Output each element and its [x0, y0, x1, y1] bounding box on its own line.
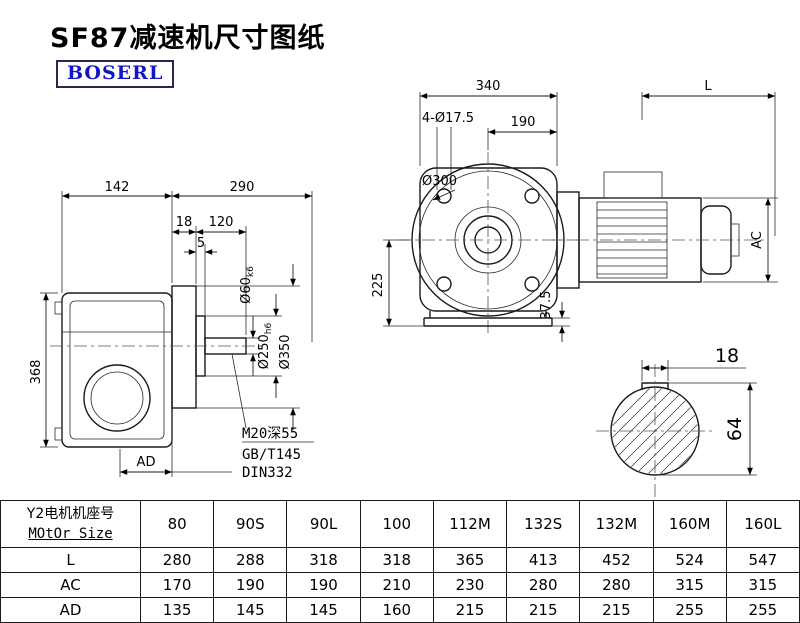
page-title: SF87减速机尺寸图纸 [50, 23, 326, 54]
table-cell: 280 [139, 547, 215, 573]
dia60-value: Ø60 [239, 277, 254, 304]
dim-368-label: 368 [29, 360, 44, 385]
table-cell: 190 [286, 572, 361, 598]
dim-key-64-label: 64 [724, 417, 746, 441]
motor-frame-label-en: MOtOr Size [28, 525, 113, 542]
column-header: 100 [359, 500, 434, 548]
column-header: 90S [213, 500, 288, 548]
motor-size-table: Y2电机机座号 MOtOr Size 80 90S 90L 100 112M 1… [0, 500, 800, 623]
dim-key-18-label: 18 [715, 345, 739, 367]
note-gb-standard: GB/T145 [242, 447, 301, 463]
table-cell: 145 [213, 597, 288, 623]
dim-142-label: 142 [105, 180, 130, 195]
table-cell: 210 [359, 572, 434, 598]
table-cell: 288 [213, 547, 288, 573]
table-row-AC: AC 170 190 190 210 230 280 280 315 315 [0, 572, 800, 598]
dim-dia300-label: Ø300 [422, 174, 457, 189]
row-label: L [0, 547, 141, 573]
dim-340-label: 340 [476, 79, 501, 94]
side-view: 142 290 18 120 5 368 AD [29, 180, 314, 481]
dim-dia60-label: Ø60k6 [239, 266, 256, 304]
dia250-tolerance: h6 [264, 322, 274, 334]
table-cell: 145 [286, 597, 361, 623]
dia60-tolerance: k6 [246, 266, 256, 277]
dim-dia350-label: Ø350 [278, 334, 293, 369]
column-header: 160M [652, 500, 727, 548]
bolt-hole [436, 188, 452, 204]
table-cell: 315 [652, 572, 727, 598]
dia250-value: Ø250 [257, 334, 272, 369]
dim-190-label: 190 [511, 115, 536, 130]
column-header: 160L [725, 500, 800, 548]
bolt-hole [524, 276, 540, 292]
row-label: AC [0, 572, 141, 598]
dim-290-label: 290 [230, 180, 255, 195]
terminal-box [603, 171, 663, 199]
table-cell: 215 [579, 597, 654, 623]
dim-37-5-label: 37.5 [539, 291, 554, 320]
table-cell: 452 [579, 547, 654, 573]
dim-5-label: 5 [197, 236, 205, 251]
table-cell: 215 [506, 597, 581, 623]
shaft-section-view: 18 64 [596, 345, 757, 498]
table-cell: 365 [432, 547, 508, 573]
dim-18-label: 18 [176, 215, 193, 230]
dim-dia250-label: Ø250h6 [257, 322, 274, 369]
boserl-logo: BOSERL [56, 60, 175, 88]
bolt-hole [436, 276, 452, 292]
note-din-standard: DIN332 [242, 465, 293, 481]
dim-225-label: 225 [371, 273, 386, 298]
dim-bolt-holes-label: 4-Ø17.5 [422, 111, 474, 126]
motor [552, 171, 766, 289]
table-cell: 255 [725, 597, 800, 623]
table-cell: 255 [652, 597, 727, 623]
table-row-L: L 280 288 318 318 365 413 452 524 547 [0, 547, 800, 573]
table-cell: 215 [432, 597, 508, 623]
column-header: 90L [286, 500, 361, 548]
dim-l-label: L [704, 79, 712, 94]
table-cell: 280 [579, 572, 654, 598]
table-cell: 135 [139, 597, 215, 623]
table-cell: 318 [286, 547, 361, 573]
table-corner-cell: Y2电机机座号 MOtOr Size [0, 500, 141, 548]
table-cell: 230 [432, 572, 508, 598]
table-header-row: Y2电机机座号 MOtOr Size 80 90S 90L 100 112M 1… [0, 500, 800, 548]
motor-frame-label-cn: Y2电机机座号 [26, 506, 115, 523]
table-cell: 170 [139, 572, 215, 598]
column-header: 112M [432, 500, 508, 548]
table-row-AD: AD 135 145 145 160 215 215 215 255 255 [0, 597, 800, 623]
row-label: AD [0, 597, 141, 623]
table-cell: 524 [652, 547, 727, 573]
dim-ac-label: AC [750, 231, 765, 249]
table-cell: 318 [359, 547, 434, 573]
dim-ad-label: AD [137, 455, 156, 470]
dim-120-label: 120 [209, 215, 234, 230]
front-view: 340 L 4-Ø17.5 190 Ø300 225 [371, 79, 778, 342]
column-header: 132S [506, 500, 581, 548]
technical-drawing: 142 290 18 120 5 368 AD [29, 79, 778, 498]
column-header: 80 [139, 500, 215, 548]
bolt-hole [524, 188, 540, 204]
column-header: 132M [579, 500, 654, 548]
table-cell: 547 [725, 547, 800, 573]
table-cell: 280 [506, 572, 581, 598]
table-cell: 315 [725, 572, 800, 598]
note-m20-thread: M20深55 [242, 426, 298, 442]
table-cell: 190 [213, 572, 288, 598]
table-cell: 160 [359, 597, 434, 623]
table-cell: 413 [506, 547, 581, 573]
